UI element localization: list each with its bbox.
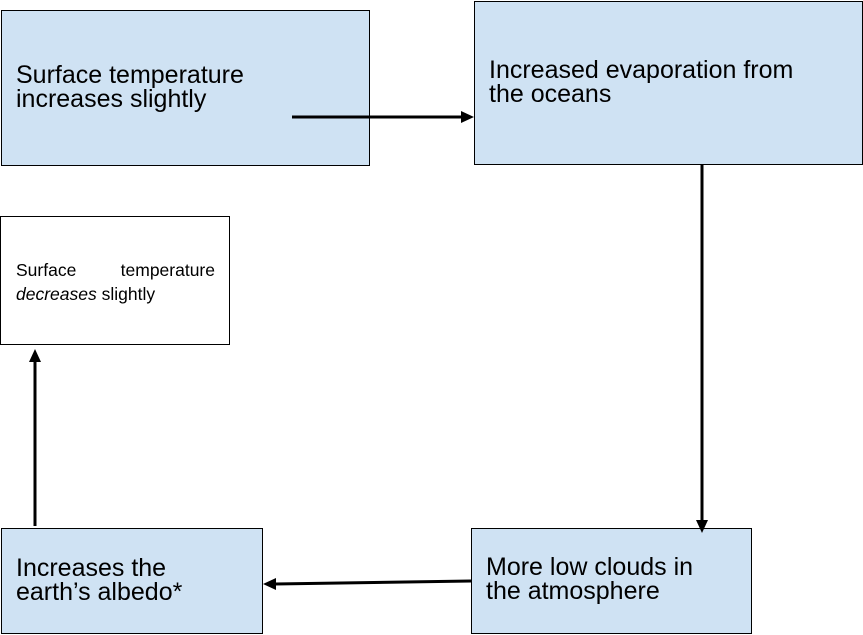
node-increased-evaporation: Increased evaporation from the oceans [474,1,863,165]
node-label-word-surface: Surface [16,260,77,280]
node-label-line2: increases slightly [16,85,207,113]
node-label-line2: the oceans [489,80,612,108]
node-label-line1: Surface temperature [16,258,215,282]
node-label-emphasis: decreases [16,284,97,304]
arrow-albedo-to-decrease [29,349,41,526]
arrow-evaporation-to-clouds [696,165,708,533]
node-label-line1: Increased evaporation from [489,56,794,84]
node-label-line1: Surface temperature [16,61,244,89]
node-label-line2: decreases slightly [16,282,215,306]
node-label-line2: the atmosphere [486,577,660,605]
arrow-clouds-to-albedo [263,578,472,590]
node-label-line1: Increases the [16,554,167,582]
node-surface-temperature-increases: Surface temperature increases slightly [1,10,370,166]
node-label: More low clouds in the atmosphere [486,553,694,605]
node-label-rest: slightly [96,284,156,304]
node-surface-temperature-decreases: Surface temperature decreases slightly [0,216,230,345]
node-label-line1: More low clouds in [486,553,694,581]
node-label: Surface temperature increases slightly [16,61,244,113]
node-label: Increases the earth’s albedo* [16,554,183,606]
node-increases-albedo: Increases the earth’s albedo* [1,528,263,634]
node-label-word-temperature: temperature [120,260,215,280]
arrow-increase-to-evaporation [292,111,474,123]
node-label: Surface temperature decreases slightly [16,258,215,306]
node-label-line2: earth’s albedo* [16,578,183,606]
node-more-low-clouds: More low clouds in the atmosphere [471,528,752,634]
node-label: Increased evaporation from the oceans [489,56,794,108]
